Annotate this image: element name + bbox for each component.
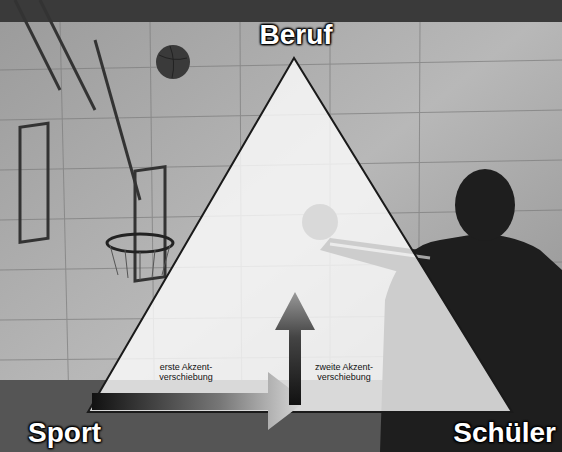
corner-label: Schüler: [453, 418, 556, 449]
second-shift-arrow: [275, 292, 315, 405]
arrow-label: erste Akzent- verschiebung: [151, 362, 221, 383]
corner-label: Beruf: [259, 20, 332, 51]
corner-label: Sport: [28, 418, 101, 449]
arrow-label: zweite Akzent- verschiebung: [309, 362, 379, 383]
